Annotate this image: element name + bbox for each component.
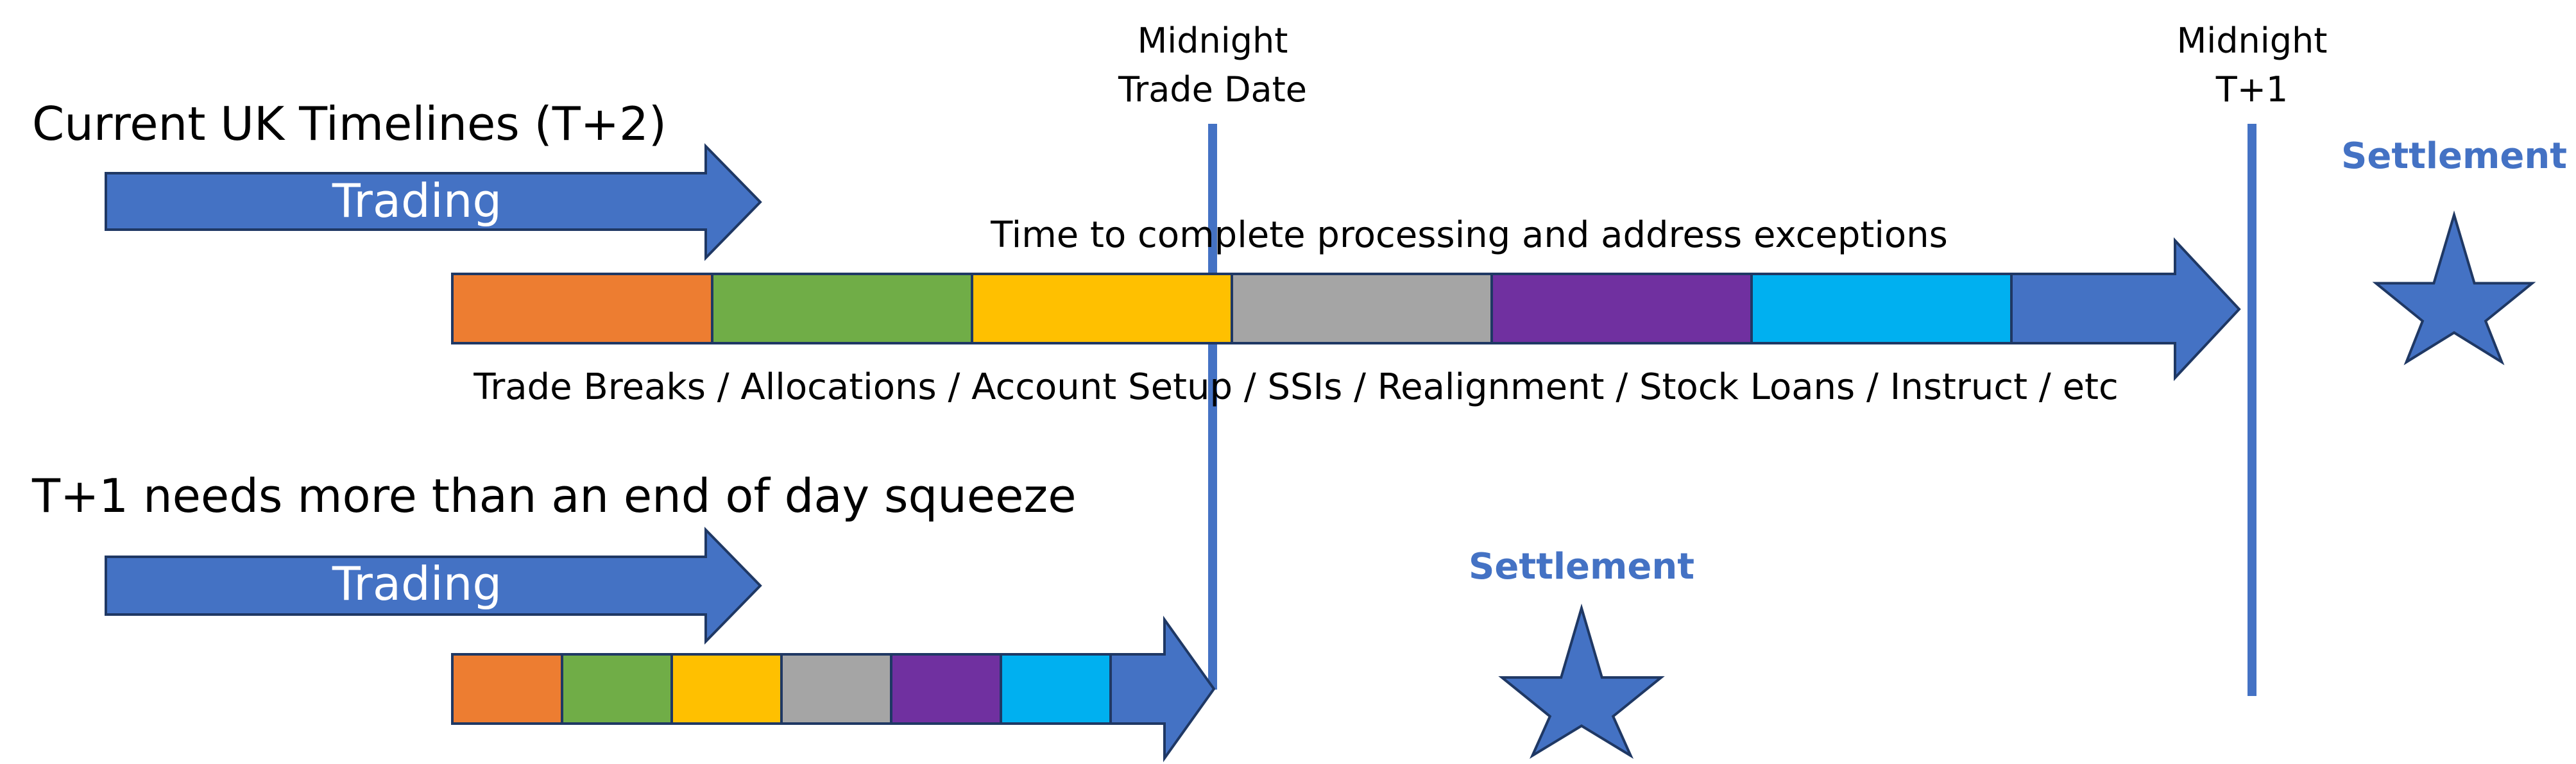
section-title-t1: T+1 needs more than an end of day squeez… [31, 469, 1077, 523]
segment-orange-t1 [451, 653, 563, 725]
segment-grey-t2 [1231, 273, 1493, 344]
settlement-label-t1: Settlement [1469, 546, 1694, 588]
midnight-trade-date-label-line2: Trade Date [1118, 69, 1307, 110]
settlement-star-t1 [1498, 603, 1665, 760]
trading-label-t2: Trading [332, 174, 502, 228]
processing-arrow-t2 [2010, 237, 2241, 382]
segment-grey-t1 [780, 653, 892, 725]
segment-green-t2 [711, 273, 973, 344]
segment-yellow-t2 [971, 273, 1233, 344]
segment-yellow-t1 [670, 653, 783, 725]
processing-caption: Time to complete processing and address … [990, 214, 1948, 256]
segment-orange-t2 [451, 273, 713, 344]
settlement-label-t2: Settlement [2341, 135, 2567, 177]
segment-cyan-t1 [1000, 653, 1112, 725]
trading-arrow-t2 [105, 143, 762, 261]
trading-label-t1: Trading [332, 557, 502, 611]
processing-arrow-t1 [1109, 615, 1216, 763]
trading-arrow-t1 [105, 527, 762, 645]
segment-purple-t1 [890, 653, 1002, 725]
midnight-t1-label-line1: Midnight [2177, 21, 2328, 61]
segment-purple-t2 [1490, 273, 1753, 344]
tasks-caption: Trade Breaks / Allocations / Account Set… [473, 366, 2119, 408]
midnight-t1-label-line2: T+1 [2215, 69, 2289, 110]
section-title-t2: Current UK Timelines (T+2) [32, 97, 667, 151]
segment-cyan-t2 [1750, 273, 2013, 344]
settlement-star-t2 [2372, 210, 2536, 366]
segment-green-t1 [561, 653, 673, 725]
midnight-trade-date-label-line1: Midnight [1138, 21, 1288, 61]
